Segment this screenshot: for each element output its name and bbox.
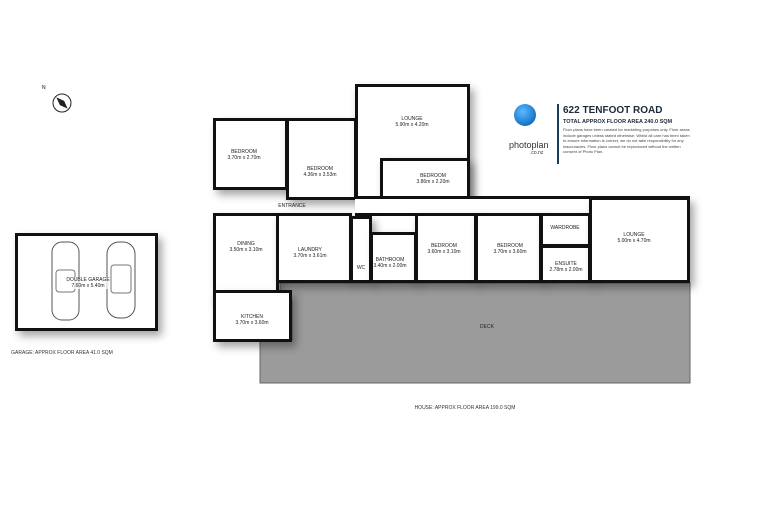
property-title: 622 TENFOOT ROAD: [563, 105, 663, 116]
logo-text: photoplan: [509, 140, 549, 150]
house-logo-icon: [514, 104, 536, 126]
room-kitchen: [213, 290, 292, 342]
car-icons: [51, 241, 136, 321]
room-wc: [350, 216, 372, 283]
house-caption: HOUSE: APPROX FLOOR AREA 199.0 SQM: [414, 405, 516, 411]
compass-north-arrow-icon: [52, 93, 72, 113]
room-bedroom-5: [475, 213, 542, 283]
wardrobe-label: WARDROBE: [550, 225, 580, 231]
disclaimer: Floor plans have been created for market…: [563, 127, 690, 154]
wc-label: WC: [356, 265, 366, 271]
entrance-label: ENTRANCE: [278, 203, 306, 209]
total-floor-area: TOTAL APPROX FLOOR AREA 240.0 SQM: [563, 119, 673, 125]
room-ensuite: [540, 245, 591, 283]
room-bedroom-4: [415, 213, 477, 283]
room-bedroom-3: [380, 158, 470, 200]
photoplan-logo: photoplan .co.nz: [509, 104, 556, 164]
room-bathroom: [370, 232, 417, 283]
room-lounge-2: [589, 197, 690, 283]
header-divider: [557, 104, 559, 164]
garage-caption: GARAGE: APPROX FLOOR AREA 41.0 SQM: [11, 350, 113, 356]
room-bedroom-2: [286, 118, 357, 200]
compass-north-label: N: [42, 85, 46, 91]
logo-sub: .co.nz: [530, 150, 544, 156]
deck-label: DECK: [480, 324, 494, 330]
compass: N: [42, 85, 76, 117]
